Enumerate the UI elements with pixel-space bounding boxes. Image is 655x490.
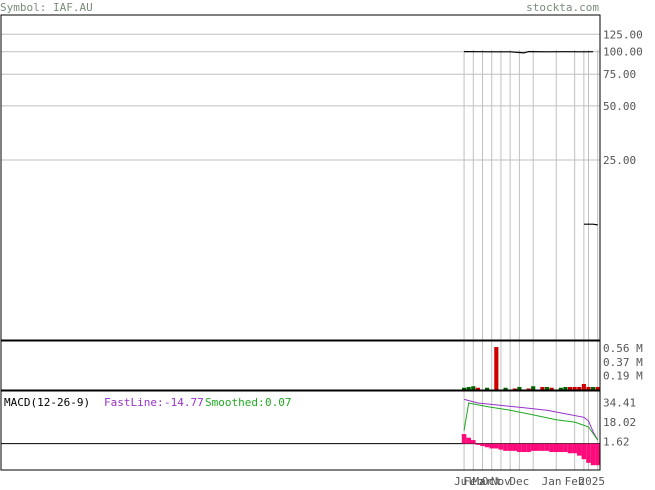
volume-bar: [549, 387, 554, 390]
macd-histogram-bar: [466, 437, 471, 444]
price-line: [583, 223, 598, 226]
macd-histogram-bar: [590, 443, 596, 466]
volume-bar: [567, 386, 573, 390]
macd-histogram-bar: [595, 443, 600, 466]
macd-smoothed-value: 0.07: [265, 396, 292, 409]
volume-bar: [471, 386, 476, 390]
volume-panel: 0.56 M0.37 M0.19 M: [0, 340, 643, 391]
volume-bar: [544, 386, 550, 390]
price-tick-label: 100.00: [603, 46, 643, 59]
price-tick-label: 75.00: [603, 68, 636, 81]
site-label: stockta.com: [526, 1, 599, 14]
volume-bar: [577, 386, 582, 390]
macd-histogram-bar: [507, 443, 513, 451]
symbol-label: Symbol: IAF.AU: [0, 1, 93, 14]
x-tick-label: Dec: [509, 475, 529, 486]
volume-tick-label: 0.56 M: [603, 342, 643, 355]
macd-indicator-label: MACD(12-26-9): [4, 396, 90, 409]
volume-bar: [466, 386, 471, 390]
x-tick-label: Feb: [565, 475, 585, 486]
macd-histogram-bar: [558, 443, 564, 453]
x-tick-label: Mar: [473, 475, 493, 486]
price-tick-label: 125.00: [603, 28, 643, 41]
volume-panel-frame: [0, 340, 601, 391]
volume-bar: [595, 386, 600, 390]
volume-bar: [572, 386, 577, 390]
volume-tick-label: 0.19 M: [603, 370, 643, 383]
macd-histogram-bar: [581, 443, 587, 460]
volume-bar: [475, 387, 480, 390]
macd-histogram-bar: [484, 443, 490, 448]
volume-bar: [485, 387, 490, 390]
x-tick-label: Nov: [491, 475, 511, 486]
macd-histogram-bar: [512, 443, 518, 451]
volume-bar: [494, 347, 499, 390]
macd-histogram-bar: [549, 443, 554, 453]
volume-bar: [586, 386, 591, 390]
macd-smoothed-line: [463, 402, 599, 441]
volume-bar: [517, 386, 522, 390]
price-line: [464, 50, 594, 54]
price-tick-label: 25.00: [603, 154, 636, 167]
macd-histogram-bar: [530, 443, 536, 451]
macd-histogram-bar: [563, 443, 568, 453]
x-tick-label: Oct: [482, 475, 502, 486]
macd-histogram-bar: [517, 443, 522, 453]
macd-histogram-bar: [503, 443, 508, 451]
macd-panel-frame: [0, 390, 601, 471]
price-panel-frame: [0, 14, 601, 341]
volume-bar: [591, 386, 596, 390]
macd-histogram-bar: [470, 440, 476, 444]
macd-histogram-bar: [461, 434, 467, 444]
x-tick-label: Jan: [542, 475, 562, 486]
macd-tick-label: 18.02: [603, 416, 636, 429]
macd-histogram-bar: [572, 443, 577, 454]
volume-bar: [581, 383, 586, 390]
price-panel: 125.00 100.00 75.00 50.00 25.00: [0, 14, 643, 470]
volume-bar: [563, 386, 568, 390]
x-tick-label: Feb: [463, 475, 483, 486]
macd-smoothed-label: Smoothed:: [205, 396, 265, 409]
macd-histogram-bar: [480, 443, 485, 447]
macd-histogram-bar: [540, 443, 545, 451]
macd-histogram-bar: [521, 443, 527, 453]
volume-tick-label: 0.37 M: [603, 356, 643, 369]
macd-fastline-label: FastLine:: [104, 396, 164, 409]
price-tick-label: 50.00: [603, 100, 636, 113]
volume-bar: [461, 387, 467, 390]
macd-fastline-value: -14.77: [164, 396, 204, 409]
macd-fastline: [463, 398, 599, 441]
macd-histogram-bar: [526, 443, 531, 453]
macd-tick-label: 34.41: [603, 396, 636, 409]
volume-bar: [512, 388, 517, 390]
volume-bar: [526, 388, 531, 390]
macd-histogram-bar: [489, 443, 495, 449]
macd-histogram-bar: [475, 443, 481, 445]
macd-histogram-bar: [494, 443, 499, 449]
x-tick-label: 2025: [578, 475, 605, 486]
volume-bar: [540, 386, 545, 390]
macd-tick-label: 1.62: [603, 436, 630, 449]
volume-bar: [503, 387, 508, 390]
macd-histogram-bar: [567, 443, 573, 454]
macd-histogram-bar: [586, 443, 591, 463]
macd-histogram-bar: [576, 443, 582, 456]
macd-histogram-bar: [498, 443, 504, 450]
macd-histogram-bar: [535, 443, 541, 451]
macd-histogram-bar: [544, 443, 550, 451]
macd-histogram-bar: [553, 443, 559, 453]
macd-panel: MACD(12-26-9) FastLine: -14.77 Smoothed:…: [0, 390, 636, 471]
volume-bar: [558, 387, 563, 390]
volume-bar: [531, 386, 536, 390]
x-tick-label: Jul: [454, 475, 474, 486]
